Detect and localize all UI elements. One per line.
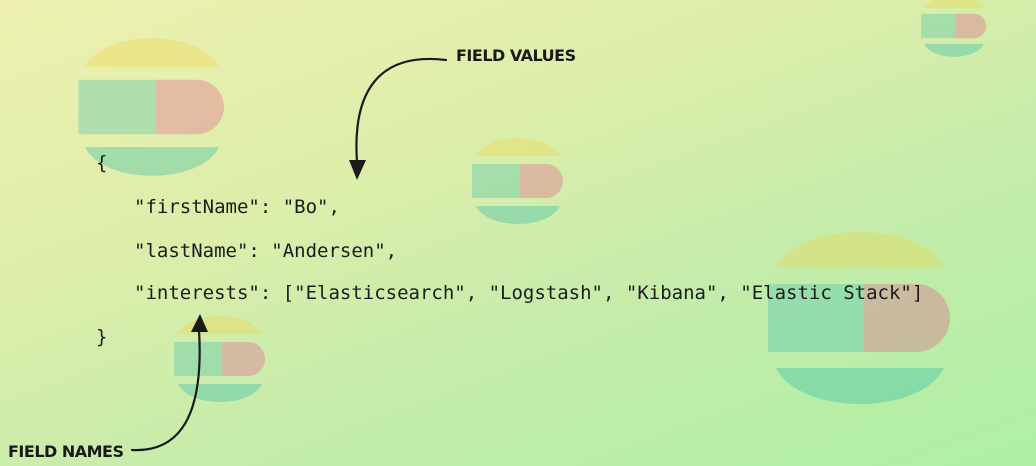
elastic-logo-icon bbox=[921, 0, 987, 57]
field-names-arrowhead-icon bbox=[191, 314, 208, 332]
elastic-logo-icon bbox=[472, 138, 563, 224]
field-names-arrow bbox=[130, 328, 201, 452]
elastic-logo-icon bbox=[768, 232, 950, 404]
field-values-label: FIELD VALUES bbox=[456, 46, 576, 65]
code-line-firstname: "firstName": "Bo", bbox=[134, 196, 340, 218]
elastic-logo-icon bbox=[78, 38, 224, 176]
open-brace: { bbox=[96, 152, 108, 174]
close-brace: } bbox=[96, 326, 108, 348]
field-values-arrow bbox=[355, 57, 448, 164]
code-line-interests: "interests": ["Elasticsearch", "Logstash… bbox=[134, 282, 924, 304]
json-document: { "firstName": "Bo", "lastName": "Anders… bbox=[96, 150, 923, 348]
field-values-arrowhead-icon bbox=[349, 160, 366, 180]
code-line-lastname: "lastName": "Andersen", bbox=[134, 240, 398, 262]
field-names-label: FIELD NAMES bbox=[8, 442, 124, 461]
